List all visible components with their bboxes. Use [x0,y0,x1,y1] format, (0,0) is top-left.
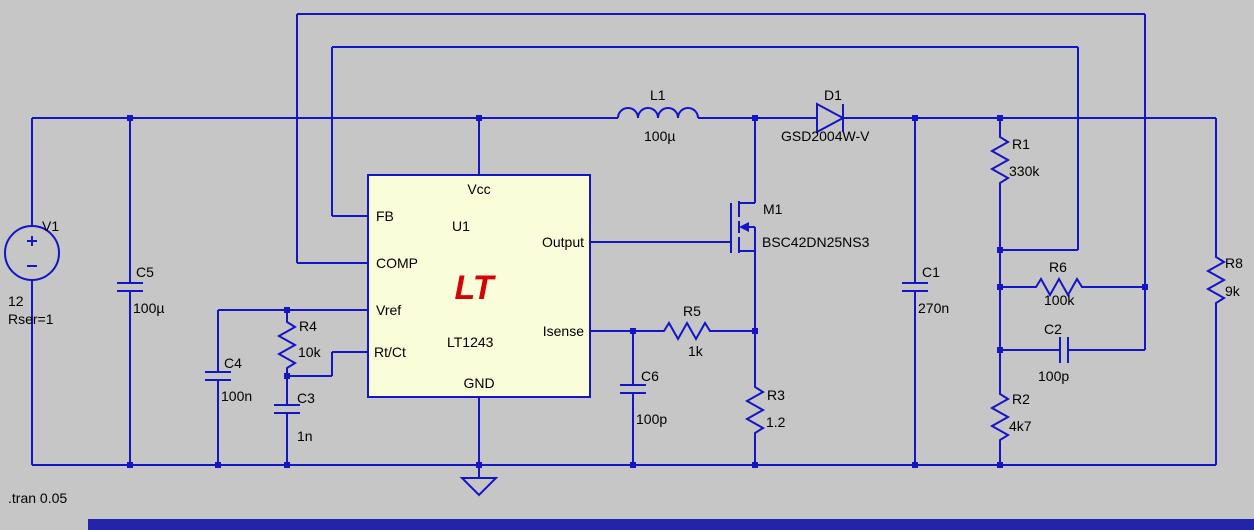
r5-refdes[interactable]: R5 [683,303,701,319]
r3-value[interactable]: 1.2 [766,414,786,430]
pin-label-comp: COMP [376,255,418,271]
pin-label-vcc: Vcc [467,181,490,197]
l1-refdes[interactable]: L1 [650,87,666,103]
v1-refdes[interactable]: V1 [42,218,59,234]
c1-refdes[interactable]: C1 [922,264,940,280]
v1-param[interactable]: Rser=1 [8,311,54,327]
v1-voltage-source[interactable] [4,225,60,281]
d1-diode[interactable] [816,102,846,134]
pin-label-vref: Vref [376,302,401,318]
d1-value[interactable]: GSD2004W-V [781,128,870,144]
d1-refdes[interactable]: D1 [824,87,842,103]
r4-refdes[interactable]: R4 [299,318,317,334]
pin-label-fb: FB [376,208,394,224]
r1-refdes[interactable]: R1 [1012,136,1030,152]
c2-capacitor[interactable] [1000,337,1145,363]
ic-refdes[interactable]: U1 [452,218,470,234]
pin-label-output: Output [542,234,584,250]
spice-directive[interactable]: .tran 0.05 [8,490,67,506]
c3-refdes[interactable]: C3 [297,390,315,406]
ic-body[interactable] [367,174,591,398]
m1-nmos-transistor[interactable] [730,201,756,253]
r4-value[interactable]: 10k [298,344,322,360]
r8-refdes[interactable]: R8 [1225,255,1243,271]
ground-flag-icon[interactable] [459,477,499,497]
component-labels[interactable]: V1 12 Rser=1 C5 100µ C4 100n R4 10k C3 1… [8,87,1243,506]
pin-label-isense: Isense [543,323,584,339]
r2-value[interactable]: 4k7 [1009,418,1032,434]
l1-inductor[interactable] [617,107,699,119]
m1-refdes[interactable]: M1 [763,201,783,217]
c5-capacitor[interactable] [117,118,143,465]
bottom-window-strip [88,519,1254,530]
l1-value[interactable]: 100µ [644,128,675,144]
c1-capacitor[interactable] [902,118,928,465]
r6-value[interactable]: 100k [1044,292,1075,308]
ic-part-number[interactable]: LT1243 [447,334,494,350]
c4-refdes[interactable]: C4 [224,355,242,371]
pin-label-gnd: GND [463,375,494,391]
c6-refdes[interactable]: C6 [641,368,659,384]
r1-value[interactable]: 330k [1009,163,1040,179]
r8-value[interactable]: 9k [1225,283,1241,299]
c5-refdes[interactable]: C5 [136,264,154,280]
v1-circle [4,225,60,281]
c4-capacitor[interactable] [205,371,231,465]
c6-value[interactable]: 100p [636,411,667,427]
c1-value[interactable]: 270n [918,300,949,316]
r2-refdes[interactable]: R2 [1012,391,1030,407]
r3-refdes[interactable]: R3 [767,387,785,403]
c3-capacitor[interactable] [274,376,300,465]
c2-value[interactable]: 100p [1038,368,1069,384]
u1-lt1243-ic[interactable]: Vcc FB U1 Output COMP LT Vref Isense LT1… [367,174,591,398]
c4-value[interactable]: 100n [221,388,252,404]
r5-value[interactable]: 1k [688,343,704,359]
pin-label-rtct: Rt/Ct [374,344,406,360]
linear-technology-logo-icon: LT [454,269,496,307]
c3-value[interactable]: 1n [297,428,313,444]
r6-refdes[interactable]: R6 [1049,259,1067,275]
c6-capacitor[interactable] [620,331,646,465]
wires[interactable] [31,13,1217,478]
c5-value[interactable]: 100µ [133,300,164,316]
m1-body-arrow-icon [739,222,749,232]
junction-dots [127,115,1148,468]
v1-value[interactable]: 12 [8,293,24,309]
m1-value[interactable]: BSC42DN25NS3 [762,234,870,250]
c2-refdes[interactable]: C2 [1044,321,1062,337]
